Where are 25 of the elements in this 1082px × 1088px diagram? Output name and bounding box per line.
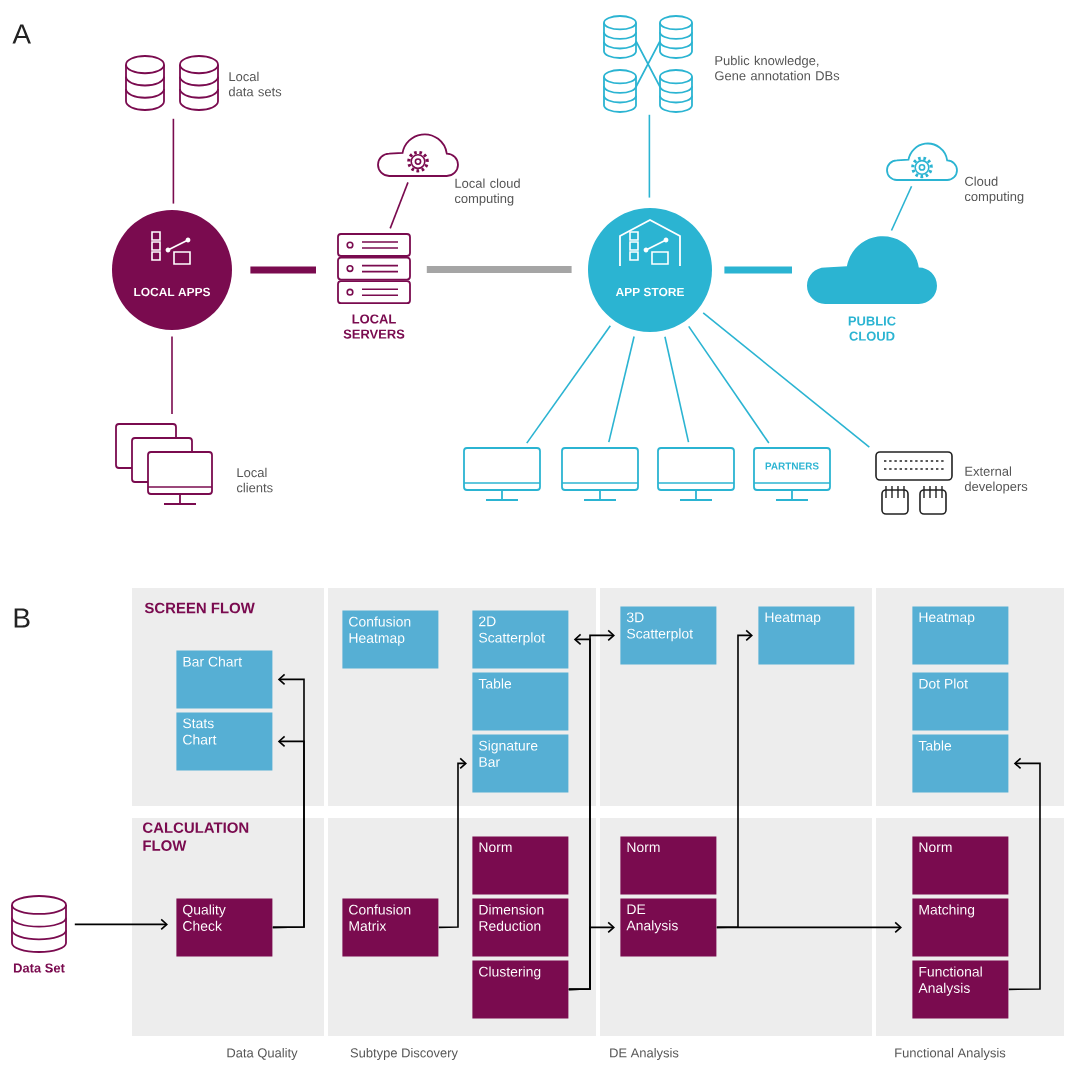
connector-line: [648, 114, 651, 199]
panel-letter: B: [14, 608, 30, 628]
monitor-icon: [561, 447, 639, 501]
arrow: [568, 921, 615, 991]
connector-line: [724, 266, 792, 274]
monitor-icon: [463, 447, 541, 501]
arrow: [272, 735, 305, 929]
arrow: [716, 921, 902, 934]
connector-line: [172, 118, 175, 205]
arrow: [438, 757, 467, 929]
connector-line: [687, 325, 770, 444]
connector-line: [426, 265, 572, 273]
connector-line: [890, 185, 913, 232]
panel-letter: A: [12, 24, 31, 44]
connector-line: [526, 324, 612, 444]
connector-line: [664, 335, 690, 443]
connector-line: [389, 181, 409, 230]
arrow: [716, 629, 753, 929]
connector-line: [250, 266, 316, 274]
arrow: [74, 918, 168, 931]
connector-line: [702, 312, 871, 448]
arrow: [1008, 757, 1041, 991]
connector-line: [171, 335, 173, 415]
monitor-icon: [657, 447, 735, 501]
connector-line: [608, 335, 635, 443]
